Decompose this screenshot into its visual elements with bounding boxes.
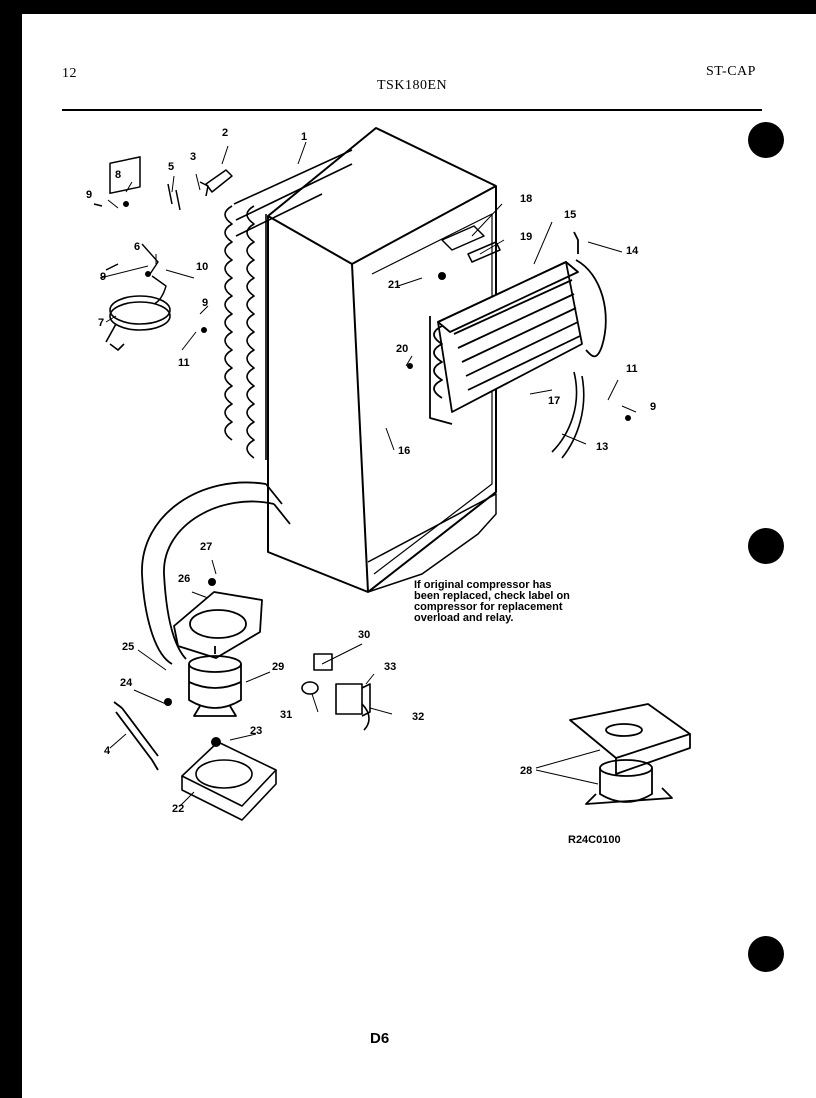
drain-pan [173,591,263,659]
leader-lines [99,141,637,807]
callout-25: 25 [122,641,134,653]
header-rule [62,109,762,111]
callout-33: 33 [384,661,396,673]
callout-15: 15 [564,209,576,221]
note-line: compressor for replacement [414,601,563,613]
page-number: 12 [62,66,77,81]
parts-diagram-page: 12 TSK180EN ST-CAP [22,14,816,1098]
callout-20: 20 [396,343,408,355]
callout-7: 7 [98,317,104,329]
callout-26: 26 [178,573,190,585]
callout-9a: 9 [86,189,92,201]
relay-bracket [93,156,181,271]
callout-labels: 1 2 3 4 5 6 7 8 9 9 9 9 10 11 11 13 14 1… [86,127,656,815]
callout-9d: 9 [650,401,656,413]
callout-24: 24 [120,677,133,689]
filter-drier [113,701,159,771]
compressor-replacement-note: If original compressor has been replaced… [414,580,624,624]
callout-10: 10 [196,261,208,273]
overload [301,653,333,695]
capillary-tube [551,371,585,459]
callout-23: 23 [250,725,262,737]
note-line: overload and relay. [414,612,514,624]
callout-16: 16 [398,445,410,457]
relay [335,683,371,731]
callout-28: 28 [520,765,532,777]
callout-17: 17 [548,395,560,407]
model-number: TSK180EN [377,78,448,93]
callout-4: 4 [104,745,111,757]
exploded-view-drawing: 1 2 3 4 5 6 7 8 9 9 9 9 10 11 11 13 14 1… [86,127,691,821]
drain-hose [141,481,291,665]
note-line: If original compressor has [414,579,552,591]
callout-2: 2 [222,127,228,139]
drawing-code: R24C0100 [568,834,621,846]
callout-19: 19 [520,231,532,243]
section-code: ST-CAP [706,64,756,79]
callout-1: 1 [301,131,307,143]
callout-21: 21 [388,279,400,291]
callout-6: 6 [134,241,140,253]
callout-27: 27 [200,541,212,553]
callout-18: 18 [520,193,532,205]
binder-hole-bottom [748,936,784,972]
power-cord [105,295,171,351]
callout-30: 30 [358,629,370,641]
condenser-coil [224,149,353,460]
callout-11b: 11 [626,363,638,375]
fasteners [123,201,631,747]
callout-22: 22 [172,803,184,815]
callout-32: 32 [412,711,424,723]
callout-14: 14 [626,245,639,257]
callout-29: 29 [272,661,284,673]
binder-hole-top [748,122,784,158]
compressor [188,646,242,717]
compressor-inset [569,703,691,805]
callout-5: 5 [168,161,174,173]
clip-part [205,169,233,193]
defrost-wiring [141,243,167,305]
refrigerator-cabinet [267,127,497,593]
page-id: D6 [370,1030,390,1047]
callout-8: 8 [115,169,121,181]
callout-9b: 9 [100,271,106,283]
evaporator [429,231,607,425]
binder-hole-middle [748,528,784,564]
compressor-base [181,741,277,821]
note-line: been replaced, check label on [414,590,570,602]
callout-31: 31 [280,709,292,721]
callout-9c: 9 [202,297,208,309]
callout-11a: 11 [178,357,190,369]
callout-13: 13 [596,441,608,453]
thermostat [441,225,501,263]
callout-3: 3 [190,151,196,163]
